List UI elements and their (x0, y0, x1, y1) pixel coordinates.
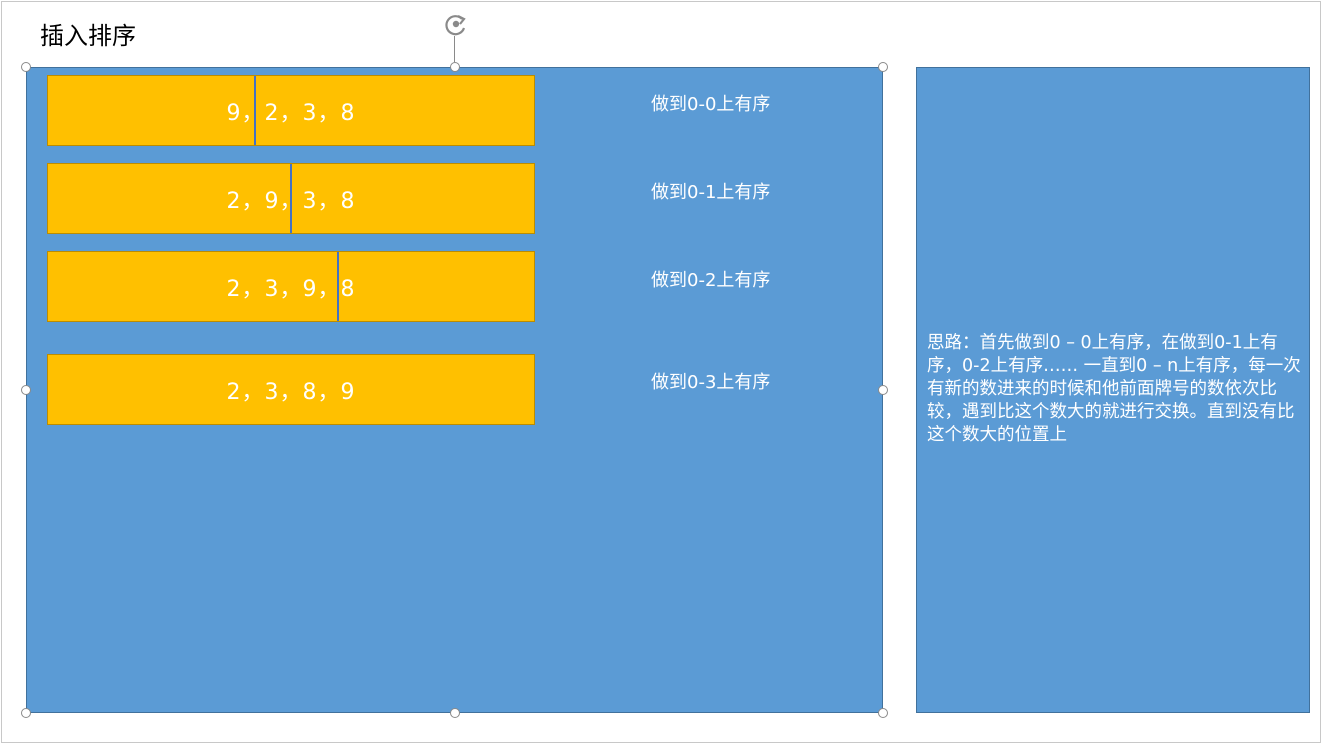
array-values: 2，3，8，9 (226, 379, 356, 405)
sorted-boundary-line (254, 76, 256, 145)
step-label[interactable]: 做到0-0上有序 (651, 94, 771, 115)
array-bar-step-0[interactable]: 9，2，3，8 (47, 75, 535, 146)
step-label[interactable]: 做到0-1上有序 (651, 182, 771, 203)
array-values: 9，2，3，8 (226, 100, 356, 126)
resize-handle-top-right[interactable] (878, 62, 888, 72)
resize-handle-top-left[interactable] (21, 62, 31, 72)
explanation-text: 思路：首先做到0 – 0上有序，在做到0-1上有序，0-2上有序…… 一直到0 … (927, 333, 1301, 445)
rotate-handle-icon[interactable] (440, 10, 472, 40)
resize-handle-left[interactable] (21, 385, 31, 395)
array-values: 2，3，9，8 (226, 276, 356, 302)
step-label[interactable]: 做到0-3上有序 (651, 372, 771, 393)
resize-handle-bottom[interactable] (450, 708, 460, 718)
slide-title[interactable]: 插入排序 (40, 22, 136, 50)
array-bar-step-3[interactable]: 2，3，8，9 (47, 354, 535, 425)
resize-handle-top[interactable] (450, 62, 460, 72)
resize-handle-bottom-left[interactable] (21, 708, 31, 718)
array-bar-step-1[interactable]: 2，9，3，8 (47, 163, 535, 234)
step-label[interactable]: 做到0-2上有序 (651, 270, 771, 291)
resize-handle-right[interactable] (878, 385, 888, 395)
resize-handle-bottom-right[interactable] (878, 708, 888, 718)
sorted-boundary-line (290, 164, 292, 233)
explanation-box[interactable]: 思路：首先做到0 – 0上有序，在做到0-1上有序，0-2上有序…… 一直到0 … (916, 67, 1310, 713)
rotate-connector-line (454, 36, 455, 62)
sorted-boundary-line (337, 252, 339, 321)
array-bar-step-2[interactable]: 2，3，9，8 (47, 251, 535, 322)
main-diagram-box[interactable]: 9，2，3，8 做到0-0上有序 2，9，3，8 做到0-1上有序 2，3，9，… (26, 67, 883, 713)
